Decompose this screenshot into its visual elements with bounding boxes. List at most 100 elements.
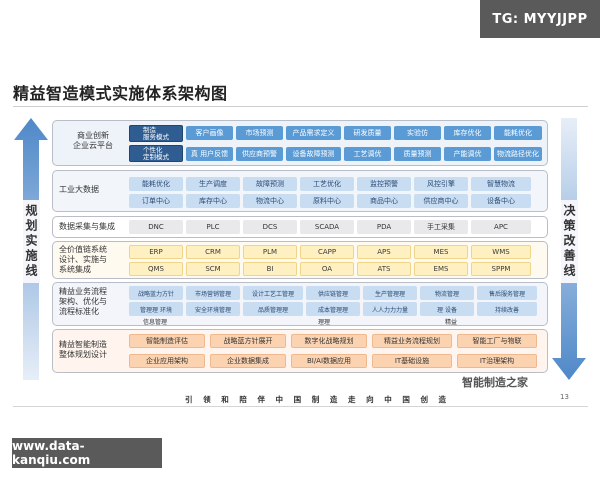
grid-cell: DCS bbox=[243, 220, 297, 234]
grid-cell: SCM bbox=[186, 262, 240, 276]
layer-label: 精益智能制造 整体规划设计 bbox=[59, 340, 107, 359]
grid-cell: IT治理架构 bbox=[457, 354, 537, 368]
grid-cell: SCADA bbox=[300, 220, 354, 234]
grid-cell: 工艺调优 bbox=[344, 147, 391, 161]
grid-cell: 战略蓝力方针 bbox=[129, 286, 183, 300]
grid-cell: 市场预测 bbox=[236, 126, 283, 140]
grid-cell: 智能工厂与物联 bbox=[457, 334, 537, 348]
grid-cell: 智能制造评估 bbox=[129, 334, 205, 348]
grid-cell: 能耗优化 bbox=[129, 177, 183, 191]
grid-cell: 订单中心 bbox=[129, 194, 183, 208]
grid-cell: DNC bbox=[129, 220, 183, 234]
grid-cell: 质量预测 bbox=[394, 147, 441, 161]
layer-process-architecture: 精益业务流程 架构、优化与 流程标准化 战略蓝力方针 市场营销管理 设计工艺工管… bbox=[52, 282, 548, 326]
grid-cell: OA bbox=[300, 262, 354, 276]
grid-cell: PLM bbox=[243, 245, 297, 259]
grid-cell: ERP bbox=[129, 245, 183, 259]
grid-cell: 设备故障预测 bbox=[286, 147, 341, 161]
grid-cell: 设备中心 bbox=[471, 194, 531, 208]
layer-overall-planning: 精益智能制造 整体规划设计 智能制造评估 战略蓝方针展开 数字化战略规划 精益业… bbox=[52, 329, 548, 373]
footer-divider bbox=[13, 406, 588, 407]
grid-cell: PLC bbox=[186, 220, 240, 234]
grid-cell: 企业应用架构 bbox=[129, 354, 205, 368]
layer-data-collection: 数据采集与集成 DNC PLC DCS SCADA PDA 手工采集 APC bbox=[52, 216, 548, 238]
grid-cell: 战略蓝方针展开 bbox=[210, 334, 286, 348]
grid-cell: 数字化战略规划 bbox=[291, 334, 367, 348]
grid-cell: 生产调度 bbox=[186, 177, 240, 191]
layer-system-integration: 全价值链系统 设计、实施与 系统集成 ERP CRM PLM CAPP APS … bbox=[52, 241, 548, 279]
grid-cell: 持续改善 bbox=[477, 302, 537, 316]
grid-cell: 理 设备 bbox=[420, 302, 474, 316]
grid-cell: 商品中心 bbox=[357, 194, 411, 208]
grid-cell: 风控引擎 bbox=[414, 177, 468, 191]
grid-cell: WMS bbox=[471, 245, 531, 259]
grid-cell: 品质管理理 bbox=[243, 302, 303, 316]
under-note: 理理 bbox=[318, 319, 331, 326]
grid-cell: BI bbox=[243, 262, 297, 276]
layer-label: 全价值链系统 设计、实施与 系统集成 bbox=[59, 245, 107, 274]
title-divider bbox=[13, 106, 588, 107]
grid-cell: ATS bbox=[357, 262, 411, 276]
navy-tag: 个性化 定制模式 bbox=[129, 145, 183, 162]
grid-cell: 供应链管理 bbox=[306, 286, 360, 300]
page-number: 13 bbox=[560, 393, 569, 401]
layer-industrial-big-data: 工业大数据 能耗优化 生产调度 故障预测 工艺优化 监控预警 风控引擎 智慧物流… bbox=[52, 170, 548, 212]
grid-cell: 工艺优化 bbox=[300, 177, 354, 191]
grid-cell: SPPM bbox=[471, 262, 531, 276]
grid-cell: EMS bbox=[414, 262, 468, 276]
under-note: 信息管理 bbox=[143, 319, 168, 326]
grid-cell: 供应商中心 bbox=[414, 194, 468, 208]
layer-label: 数据采集与集成 bbox=[59, 222, 115, 231]
layer-label: 商业创新 企业云平台 bbox=[73, 131, 113, 150]
under-note: 精益 bbox=[445, 319, 458, 326]
grid-cell: 手工采集 bbox=[414, 220, 468, 234]
grid-cell: IT基础设施 bbox=[372, 354, 452, 368]
grid-cell: CAPP bbox=[300, 245, 354, 259]
grid-cell: 供应商预警 bbox=[236, 147, 283, 161]
grid-cell: 安全环境管理 bbox=[186, 302, 240, 316]
grid-cell: QMS bbox=[129, 262, 183, 276]
grid-cell: 售后服务管理 bbox=[477, 286, 537, 300]
grid-cell: APC bbox=[471, 220, 531, 234]
grid-cell: 企业数据集成 bbox=[210, 354, 286, 368]
grid-cell: CRM bbox=[186, 245, 240, 259]
grid-cell: 库存优化 bbox=[444, 126, 491, 140]
grid-cell: 物流中心 bbox=[243, 194, 297, 208]
grid-cell: 研发质量 bbox=[344, 126, 391, 140]
grid-cell: 设计工艺工管理 bbox=[243, 286, 303, 300]
grid-cell: 物流管理 bbox=[420, 286, 474, 300]
right-side-label: 决策改善线 bbox=[561, 200, 578, 283]
grid-cell: 精益业务流程规划 bbox=[372, 334, 452, 348]
grid-cell: 库存中心 bbox=[186, 194, 240, 208]
grid-cell: APS bbox=[357, 245, 411, 259]
watermark-bottom: www.data-kanqiu.com bbox=[12, 438, 162, 468]
layer-label: 工业大数据 bbox=[59, 185, 99, 194]
grid-cell: 故障预测 bbox=[243, 177, 297, 191]
left-side-label: 规划实施线 bbox=[23, 200, 40, 283]
grid-cell: 市场营销管理 bbox=[186, 286, 240, 300]
watermark-top: TG: MYYJJPP bbox=[480, 0, 600, 38]
grid-cell: 原料中心 bbox=[300, 194, 354, 208]
grid-cell: MES bbox=[414, 245, 468, 259]
navy-tag: 制造 服务模式 bbox=[129, 125, 183, 142]
grid-cell: 产品需求定义 bbox=[286, 126, 341, 140]
grid-cell: 产能调优 bbox=[444, 147, 491, 161]
wechat-logo-text: 智能制造之家 bbox=[462, 376, 528, 389]
grid-cell: 人人力力力量 bbox=[363, 302, 417, 316]
grid-cell: 实验仿 bbox=[394, 126, 441, 140]
grid-cell: BI/AI数据应用 bbox=[291, 354, 367, 368]
slogan-banner: 引 领 和 陪 伴 中 国 制 造 走 向 中 国 创 造 bbox=[185, 395, 451, 404]
grid-cell: 监控预警 bbox=[357, 177, 411, 191]
grid-cell: 智慧物流 bbox=[471, 177, 531, 191]
diagram-title: 精益智造模式实施体系架构图 bbox=[13, 84, 228, 103]
layer-business-innovation: 商业创新 企业云平台 制造 服务模式 个性化 定制模式 客户画像 市场预测 产品… bbox=[52, 120, 548, 166]
grid-cell: 客户画像 bbox=[186, 126, 233, 140]
grid-cell: 能耗优化 bbox=[494, 126, 542, 140]
grid-cell: 物流路径优化 bbox=[494, 147, 542, 161]
layer-label: 精益业务流程 架构、优化与 流程标准化 bbox=[59, 287, 107, 316]
grid-cell: 真 用户反馈 bbox=[186, 147, 233, 161]
grid-cell: PDA bbox=[357, 220, 411, 234]
grid-cell: 生产管理理 bbox=[363, 286, 417, 300]
grid-cell: 管理理 环境 bbox=[129, 302, 183, 316]
grid-cell: 成本管理理 bbox=[306, 302, 360, 316]
